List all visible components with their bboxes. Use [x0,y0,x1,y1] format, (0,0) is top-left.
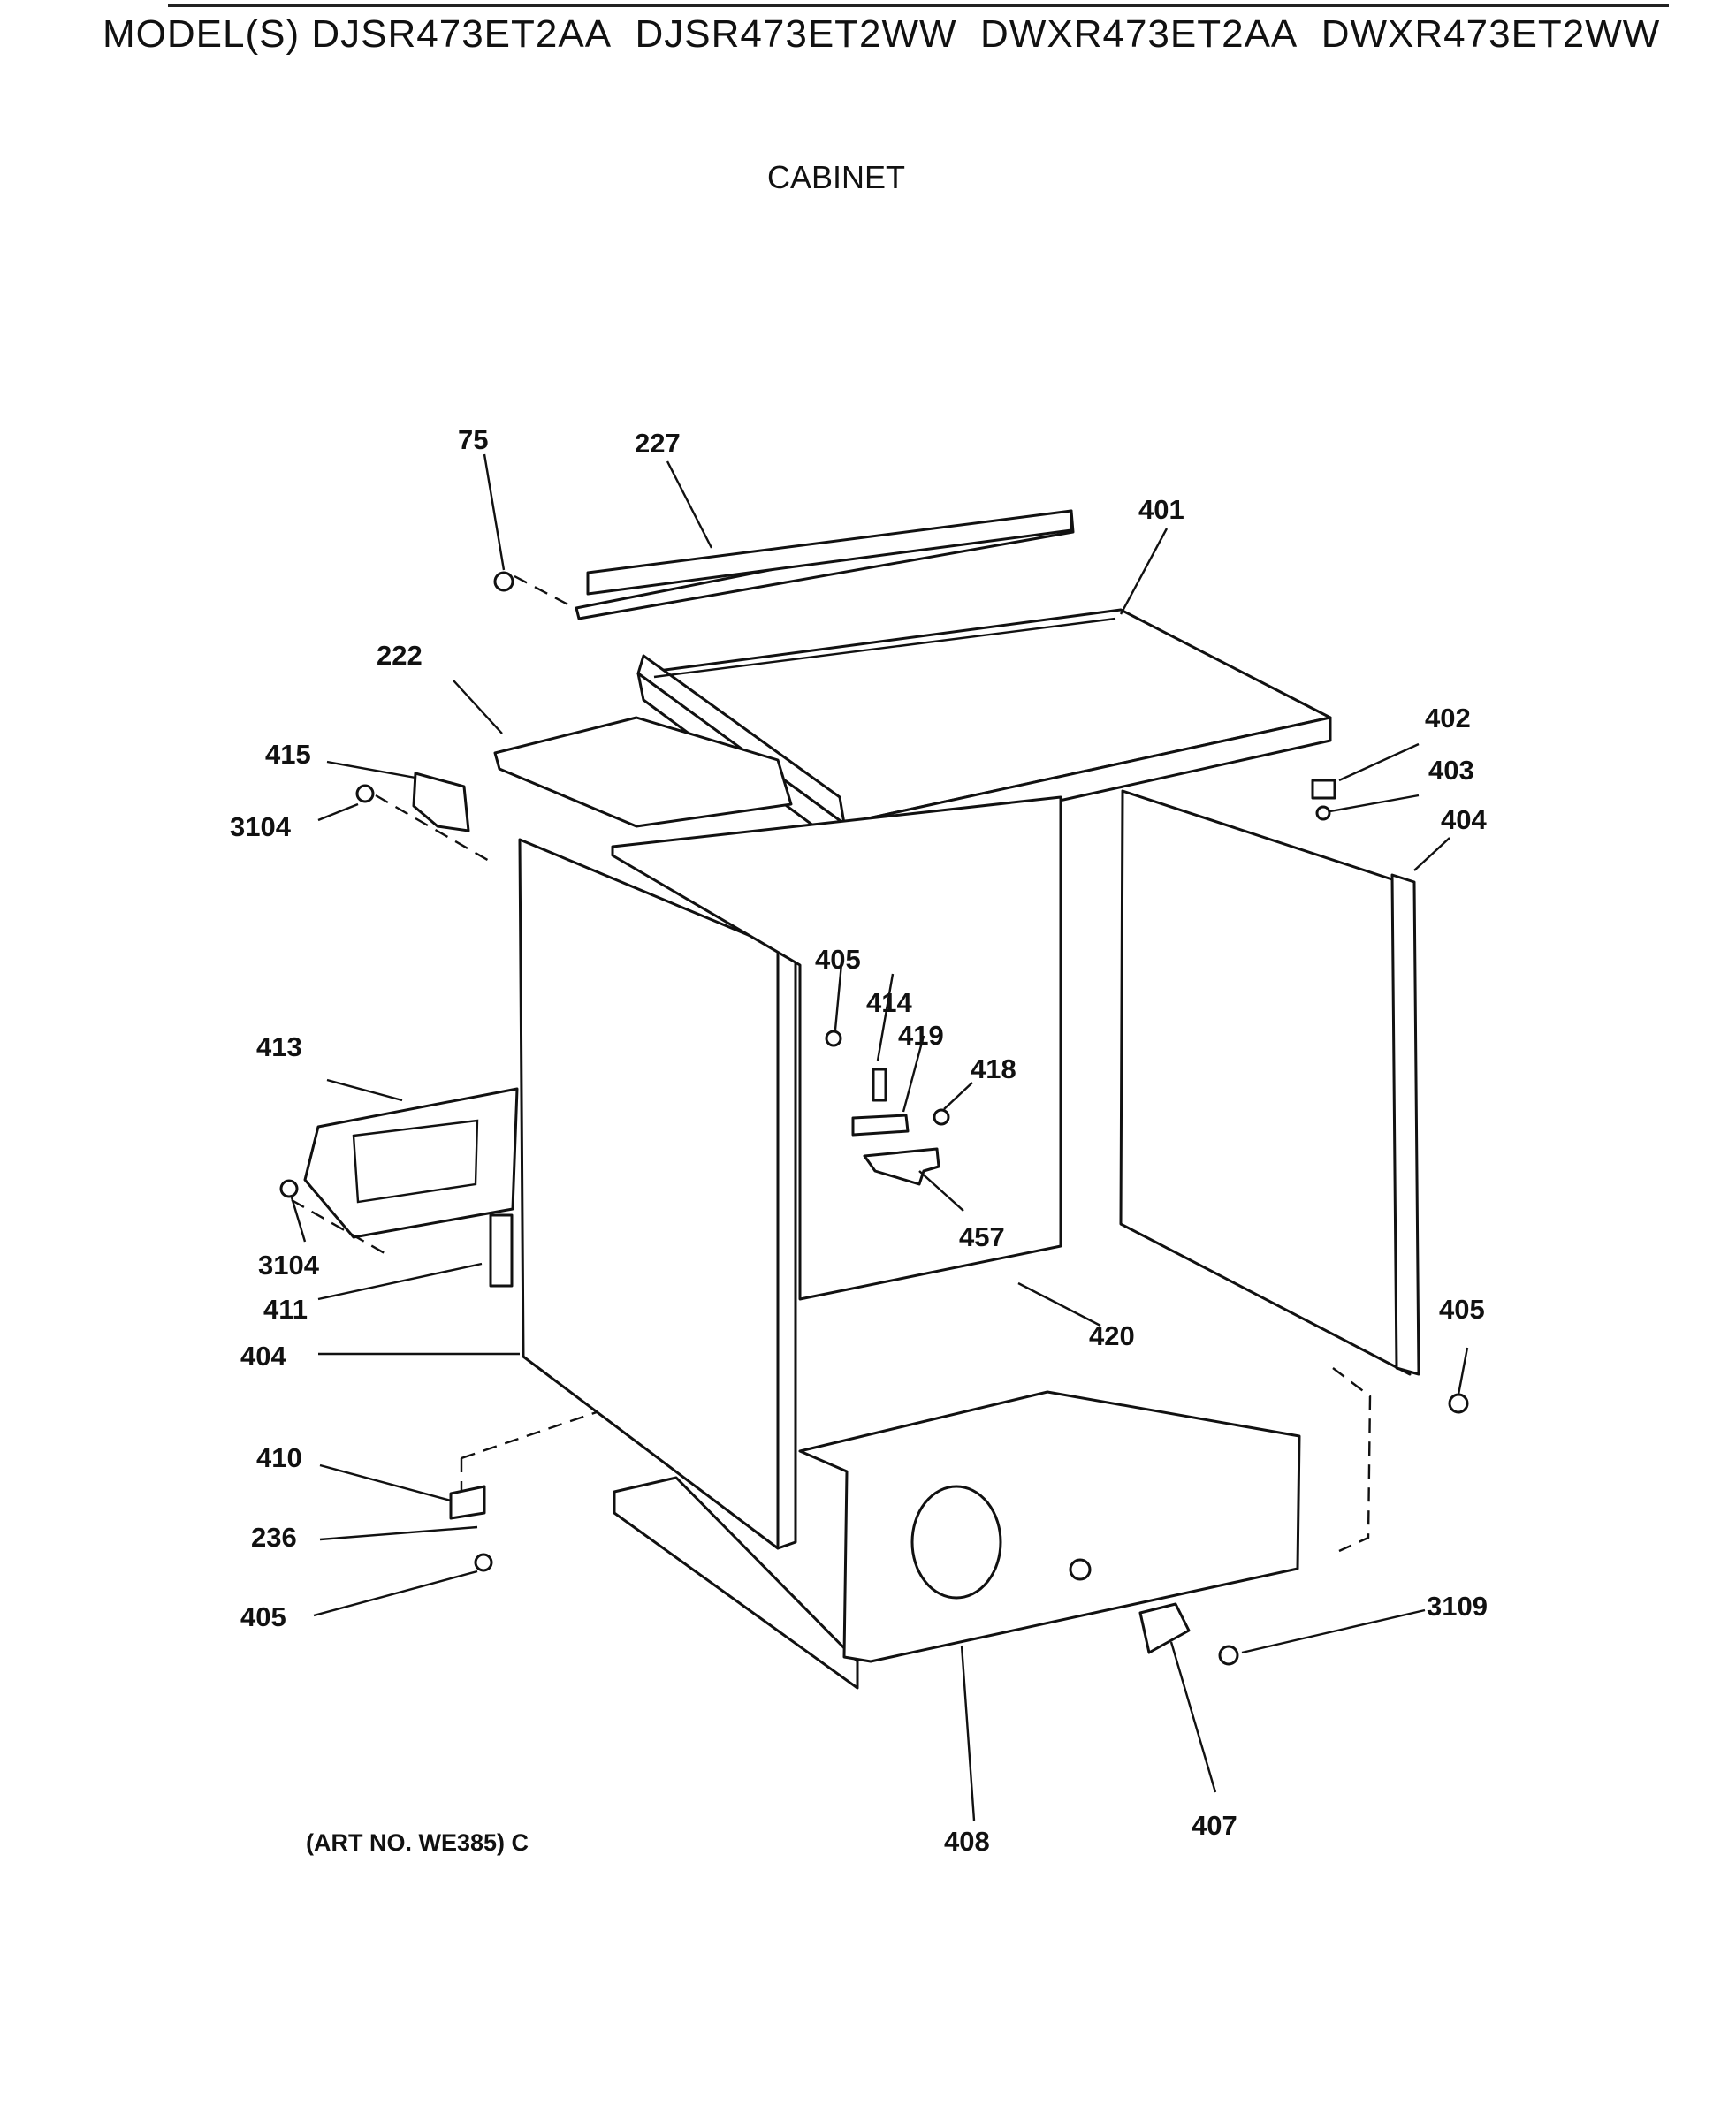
callout-405: 405 [1439,1294,1485,1325]
callout-3109: 3109 [1427,1591,1488,1622]
callout-227: 227 [635,428,681,459]
callout-407: 407 [1192,1810,1237,1841]
vent-cover [412,772,470,832]
callout-3104: 3104 [230,811,292,842]
callout-402: 402 [1425,703,1471,734]
callout-405: 405 [240,1601,286,1632]
callout-411: 411 [263,1294,308,1325]
model-header: MODEL(S) DJSR473ET2AA DJSR473ET2WW DWXR4… [103,12,1660,57]
cabinet-base [613,1390,1301,1690]
alignment-lines [291,574,1372,1553]
callout-405: 405 [815,944,861,975]
callout-236: 236 [251,1522,297,1553]
rear-panel-top [493,716,793,828]
callout-410: 410 [256,1442,302,1473]
callout-457: 457 [959,1221,1005,1252]
callout-415: 415 [265,739,311,770]
callout-413: 413 [256,1031,302,1062]
callout-408: 408 [944,1826,990,1857]
callout-404: 404 [240,1341,286,1372]
callout-labels: 75 227 401 222 415 3104 402 403 404 405 … [230,424,1488,1857]
callout-414: 414 [866,987,912,1018]
leader-lines [290,453,1469,1821]
access-panel [303,1087,519,1239]
section-title: CABINET [767,159,906,195]
callout-420: 420 [1089,1320,1135,1351]
callout-404: 404 [1441,804,1487,835]
cabinet-rear-wall [611,795,1062,1301]
callout-401: 401 [1138,494,1184,525]
art-number: (ART NO. WE385) C [306,1829,529,1856]
callout-403: 403 [1428,755,1474,786]
fasteners [279,571,1469,1666]
bracket-small [489,1068,940,1288]
callout-419: 419 [898,1020,944,1051]
model-number: DWXR473ET2AA [980,12,1298,56]
cabinet-side-panel-left [518,838,797,1550]
header-rule [168,4,1669,7]
callout-222: 222 [377,640,423,671]
rear-top-bracket [575,509,1075,620]
model-number: DWXR473ET2WW [1321,12,1661,56]
model-number: DJSR473ET2AA [311,12,613,56]
callout-75: 75 [458,424,488,455]
models-prefix: MODEL(S) [103,12,301,56]
cabinet-side-panel-right [1119,789,1420,1376]
callout-418: 418 [971,1053,1016,1084]
callout-3104: 3104 [258,1250,320,1281]
model-number: DJSR473ET2WW [635,12,957,56]
